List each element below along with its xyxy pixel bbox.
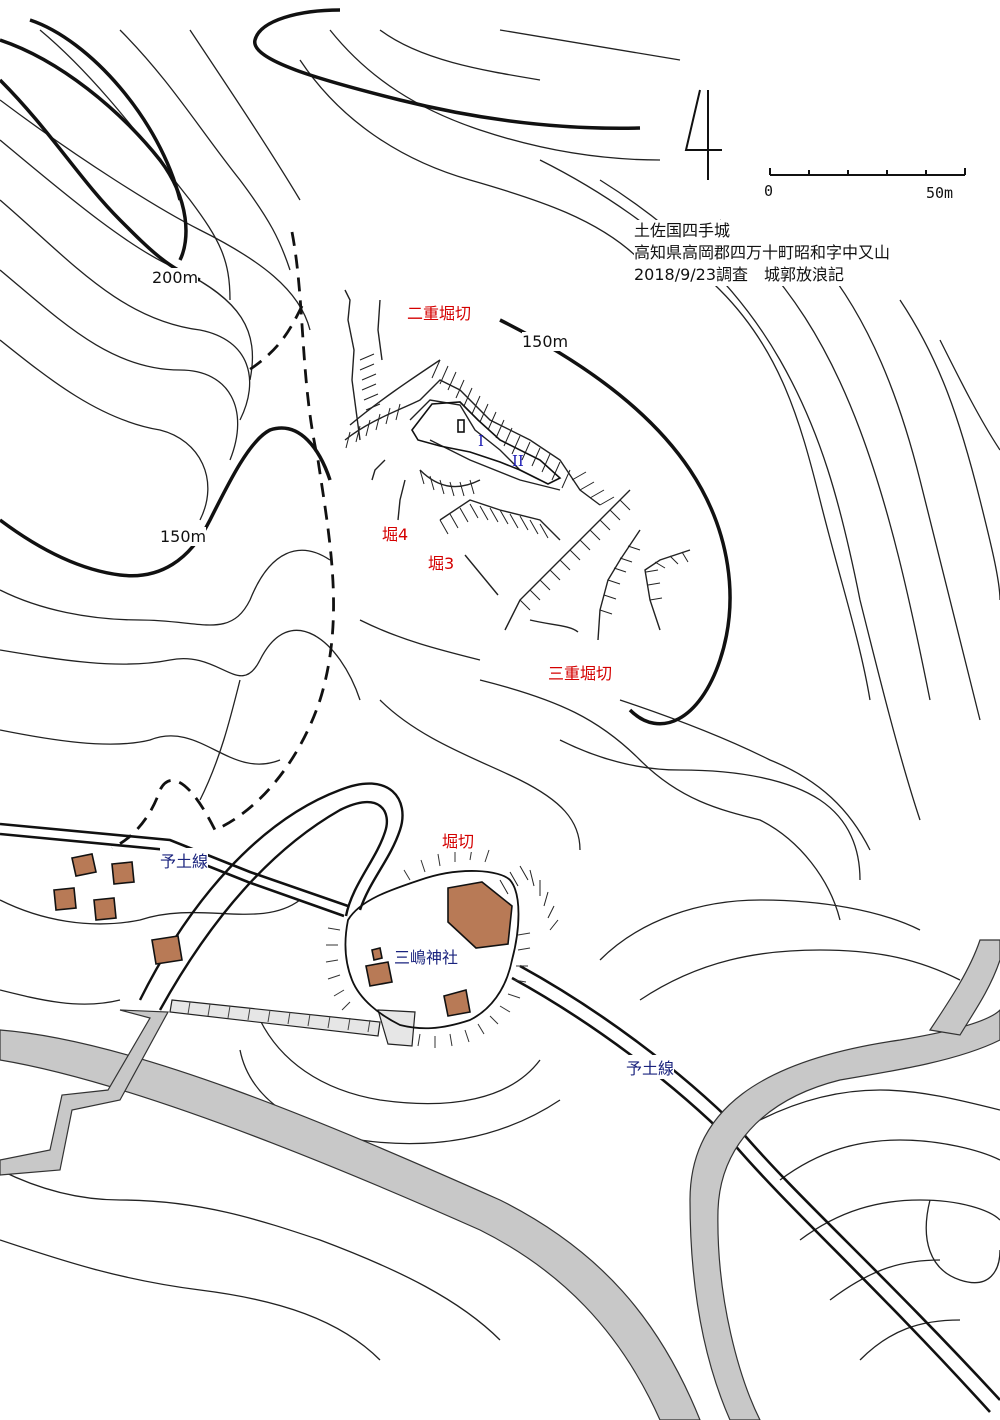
house-4 [93,897,117,921]
bailey-outlines [411,401,562,485]
shrine-slope-hachures [325,847,531,1048]
contour-label-150-left: 150m [160,527,207,546]
shrine-building-small [365,961,393,987]
label-moat-3: 堀3 [428,550,455,574]
scale-bar [769,168,966,176]
dashed-trail [111,231,335,850]
survey-credit: 2018/9/23調査 城郭放浪記 [634,265,845,284]
shrine-stairs [169,999,416,1047]
contour-lines [0,29,1000,1361]
castle-location: 高知県高岡郡四万十町昭和字中又山 [634,243,891,262]
label-shrine: 三嶋神社 [394,944,459,968]
label-moat-4: 堀4 [382,521,409,545]
label-bailey-2: II [512,452,524,470]
scarp-hachures [345,353,689,931]
contour-label-150-top: 150m [522,332,569,351]
title-block: 土佐国四手城 高知県高岡郡四万十町昭和字中又山 2018/9/23調査 城郭放浪… [634,220,891,286]
access-road [138,782,404,1011]
castle-name: 土佐国四手城 [634,221,731,240]
roads [0,939,1000,1420]
house-3 [53,887,77,911]
house-1 [71,853,97,877]
north-arrow-icon [684,89,722,180]
label-moat-south: 堀切 [442,828,475,852]
shrine-compound [344,870,520,1030]
shrine-building-east [443,988,471,1017]
label-double-moat: 二重堀切 [407,300,472,324]
scale-end-label: 50m [926,184,954,202]
label-bailey-1: I [478,432,484,450]
label-railway-east: 予土線 [626,1055,675,1079]
house-2 [111,861,135,885]
label-triple-moat: 三重堀切 [548,660,613,684]
shrine-main-hall [447,881,513,949]
scale-start-label: 0 [764,182,774,200]
buildings [53,853,513,1017]
index-contours [0,8,732,726]
label-railway-west: 予土線 [160,848,209,872]
house-5 [151,935,183,965]
contour-label-200: 200m [152,268,199,287]
shrine-building-tiny [371,947,383,961]
